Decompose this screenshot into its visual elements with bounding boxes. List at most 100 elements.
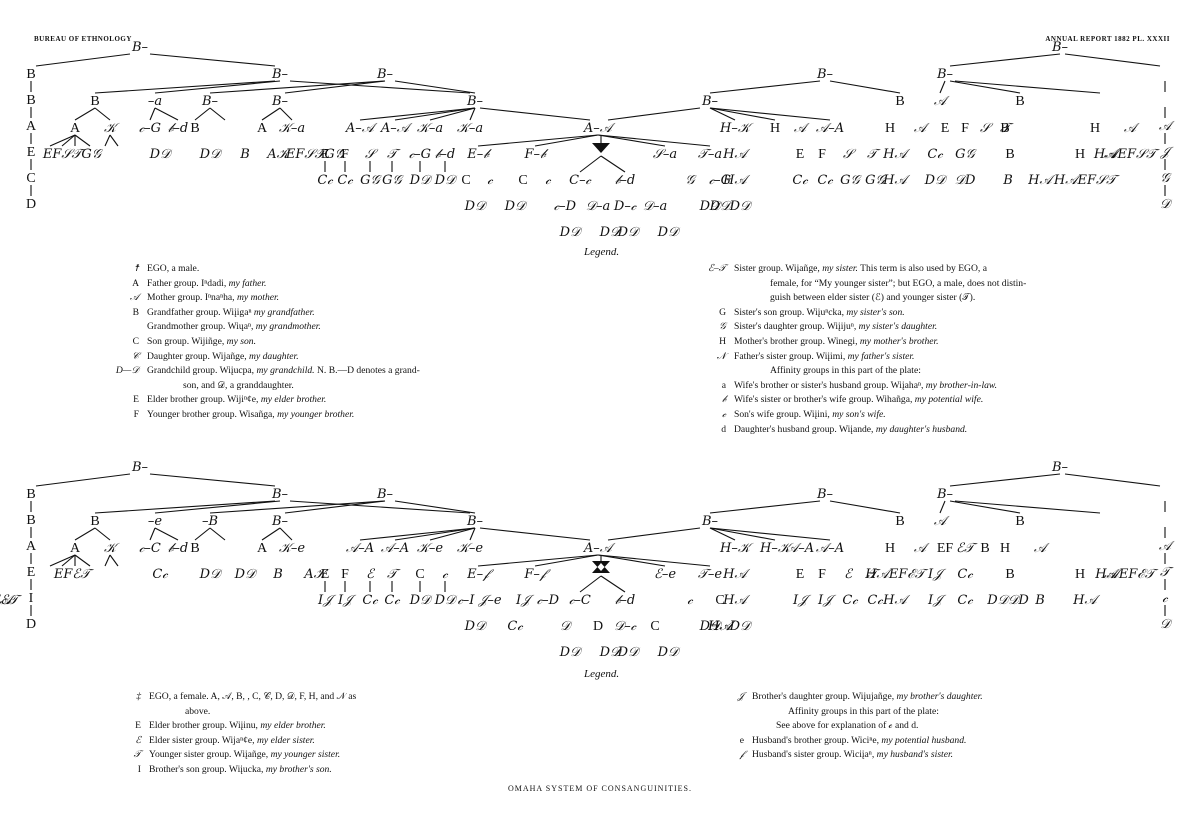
legend-symbol: E	[115, 719, 141, 734]
ego-parents: A–𝒜	[583, 541, 616, 556]
legend-omaha-term: Iⁿnaⁿha,	[205, 292, 237, 303]
right-level4-node: 𝒜–A	[816, 541, 844, 556]
center-grandparents: B–𝒝	[466, 94, 484, 109]
legend-description: Grandfather group.	[147, 307, 223, 318]
legend-gloss: my sister.	[822, 263, 858, 274]
legend-description: Wife's sister or brother's wife group.	[734, 394, 876, 405]
legend-item: ℰElder sister group. Wijaⁿȼe, my elder s…	[115, 734, 535, 749]
right-level6-node: B𝒝	[1034, 593, 1045, 608]
upper-kinship-tree: BBAECD𝒝𝒝𝒜𝒥𝒢𝒟B–𝒝B–𝒝B–𝒝B–𝒝B–𝒝B–𝒝B𝒝–aB–𝒝B–𝒝…	[0, 40, 1200, 240]
legend-omaha-term: Wiįahaⁿ,	[891, 380, 926, 391]
right-level6-node: G𝒢	[840, 173, 862, 188]
sub-node: C	[415, 567, 424, 582]
grandchild-node: 𝒥–e	[477, 593, 501, 608]
level5-node: B𝒝	[239, 147, 250, 162]
kin-link	[290, 501, 470, 513]
left-lineage-node: B	[26, 487, 35, 502]
left-lineage-node: B	[26, 93, 35, 108]
right-level5-node: 𝒯	[867, 147, 881, 162]
kin-link	[210, 108, 225, 120]
legend-note: N. B.—D denotes a grand-	[315, 365, 420, 376]
great-grandchild-node: C𝒸	[507, 619, 523, 634]
right-level5-node: F	[818, 567, 826, 582]
right-level4-node: H	[770, 121, 780, 136]
level2-left-a: B–𝒝	[271, 487, 289, 502]
center-child-node: 𝒦–a	[417, 121, 443, 136]
affinity-note: See above for explanation of 𝒸 and d.	[718, 719, 1078, 734]
legend-item: 𝒻Husband's sister group. Wiciįaⁿ, my hus…	[718, 748, 1078, 763]
legend-item: FYounger brother group. Wisañga, my youn…	[113, 408, 533, 423]
left-lineage-node: E	[27, 145, 36, 160]
right-level6-node: C𝒸	[817, 173, 833, 188]
legend-gloss: my brother's daughter.	[897, 691, 983, 702]
level2-right-b: B–𝒝	[936, 487, 954, 502]
right-level5-node: H𝒜EFℰ𝒯	[864, 567, 929, 582]
right-level4-node: B	[1000, 121, 1009, 136]
legend-item: IBrother's son group. Wiįucka, my brothe…	[115, 763, 535, 778]
legend-gloss: my brother-in-law.	[926, 380, 997, 391]
right-level4-node: 𝒜–A	[816, 121, 844, 136]
legend-omaha-term: Wiįigaⁿ	[223, 307, 254, 318]
right-level4-node: H	[885, 121, 895, 136]
level5-node: B𝒝	[272, 567, 283, 582]
kin-link	[710, 108, 830, 120]
legend-description: Younger brother group.	[147, 409, 239, 420]
right-level6-node: D𝒟	[924, 173, 948, 188]
kin-link	[710, 501, 820, 513]
legend-gloss: my younger brother.	[277, 409, 354, 420]
right-level6-node: C𝒸	[792, 173, 808, 188]
level4-node: 𝒸–C	[139, 541, 161, 556]
legend-item: EElder brother group. Wijiⁿȼe, my elder …	[113, 393, 533, 408]
sub-child-node: I𝒥	[317, 593, 337, 608]
level4-node: 𝒷–d	[168, 121, 188, 136]
sub-node: 𝒯	[387, 567, 401, 582]
grandchild-node: 𝒸	[545, 173, 551, 188]
legend-omaha-term: Wiįimi,	[816, 351, 848, 362]
level3-node: 𝒝–B	[202, 514, 218, 529]
right-level6-node: C𝒸	[957, 593, 973, 608]
ego-sibling-row: F–𝒻	[523, 567, 551, 582]
legend-gloss: my daughter.	[249, 351, 299, 362]
legend-description: EGO, a male.	[147, 263, 199, 274]
kin-link	[478, 135, 598, 146]
legend-description: Sister group.	[734, 263, 785, 274]
legend-note: This term is also used by EGO, a	[858, 263, 987, 274]
legend-omaha-term: Wijaⁿȼe,	[222, 735, 257, 746]
legend-omaha-term: Wisañga,	[239, 409, 277, 420]
legend-symbol: ‡	[115, 690, 141, 705]
kin-link	[95, 528, 110, 540]
right-level3-node: B	[1015, 94, 1024, 109]
kin-link	[195, 528, 210, 540]
right-level3-node: B	[1015, 514, 1024, 529]
grandchild-node: 𝒸–D	[554, 199, 577, 214]
right-level3-node: B–𝒝	[701, 94, 719, 109]
legend-omaha-term: Wiciⁿe,	[851, 735, 881, 746]
left-lineage-node: B	[26, 513, 35, 528]
level5-node: D𝒟	[199, 147, 223, 162]
level5-node: C𝒸	[152, 567, 168, 582]
legend-description: Elder brother group.	[149, 720, 229, 731]
legend-description: Husband's brother group.	[752, 735, 851, 746]
right-lineage-node: 𝒟	[1160, 197, 1173, 212]
legend-item: eHusband's brother group. Wiciⁿe, my pot…	[718, 734, 1078, 749]
legend-continuation: female, for “My younger sister”; but EGO…	[700, 277, 1050, 292]
sub-child-node: D𝒟	[434, 173, 458, 188]
legend-omaha-term: Winegi,	[827, 336, 860, 347]
kin-link	[608, 108, 700, 120]
right-level4-node: H–𝒦	[719, 121, 754, 136]
kin-link	[155, 501, 280, 513]
grandchild-node: 𝒟	[560, 619, 573, 634]
kin-link	[360, 108, 475, 120]
legend-omaha-term: Wijiñge,	[191, 336, 226, 347]
root-left: B–𝒝	[131, 460, 149, 475]
kin-link	[150, 54, 275, 66]
center-child-node: 𝒜–A	[381, 541, 409, 556]
grandchild-node: D	[593, 619, 603, 634]
right-level6-node: EFℰ𝒯	[0, 593, 22, 608]
legend-item: 𝒞Daughter group. Wijañge, my daughter.	[113, 350, 533, 365]
level3-node: 𝒝–a	[148, 94, 162, 109]
level4-node: A	[70, 541, 81, 556]
kin-link	[601, 576, 625, 592]
legend-description: Father group.	[147, 278, 201, 289]
legend-gloss: my husband's sister.	[877, 749, 953, 760]
